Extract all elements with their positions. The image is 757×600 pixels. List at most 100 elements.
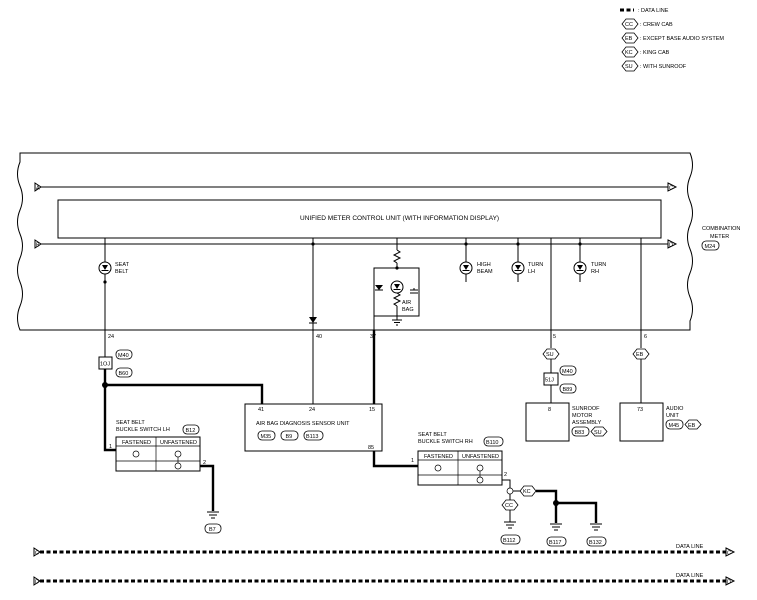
indicator-high-beam: HIGH BEAM <box>459 238 493 282</box>
sunroof-su-tag <box>590 426 608 437</box>
sunroof-connector: B83 <box>575 430 585 436</box>
meter-pin-5: 5 <box>553 334 556 340</box>
airbag-resistor-icon <box>392 249 402 264</box>
legend-code-kc: KC <box>625 50 633 56</box>
buckle-lh-ground-tag <box>204 523 222 534</box>
bus-a-start-label: A <box>36 186 40 192</box>
sunroof-su-label: SU <box>594 430 602 436</box>
data-line-1: C DATA LINE C <box>33 544 736 557</box>
indicator-air-bag: AIR BAG <box>373 238 420 330</box>
legend: : DATA LINE CC : CREW CAB EB : EXCEPT BA… <box>620 8 724 72</box>
audio-eb-label: EB <box>688 423 696 429</box>
wire-junction-to-buckle-lh <box>103 385 116 452</box>
turn-lh-junction <box>516 242 520 246</box>
turn-rh-label-2: RH <box>591 269 599 275</box>
legend-text-cc: : CREW CAB <box>640 22 673 28</box>
buckle-lh-fastened-contact <box>132 450 140 458</box>
buckle-rh-pin2: 2 <box>504 472 507 478</box>
combination-meter-connector-tag <box>701 240 720 251</box>
su-tag <box>542 348 560 360</box>
buckle-lh-ground-label: B7 <box>209 527 216 533</box>
legend-code-su: SU <box>625 64 633 70</box>
legend-text-eb: : EXCEPT BASE AUDIO SYSTEM <box>640 36 724 42</box>
unified-meter-control-unit: UNIFIED METER CONTROL UNIT (WITH INFORMA… <box>57 199 662 239</box>
buckle-rh-col1: FASTENED <box>424 454 453 460</box>
airbag-unit-conn3: B113 <box>306 434 318 440</box>
bus-line-b: B D <box>34 239 678 249</box>
legend-text-kc: : KING CAB <box>640 50 670 56</box>
legend-tag-kc <box>621 46 639 58</box>
bus-b-start-label: B <box>36 243 40 249</box>
airbag-unit-conn2: B9 <box>286 434 293 440</box>
data-line-1-end-marker <box>725 547 736 557</box>
seat-belt-diode-icon <box>102 265 108 270</box>
data-line-2-start-label: D <box>35 580 39 586</box>
buckle-rh-col2: UNFASTENED <box>462 454 499 460</box>
buckle-lh-title-2: BUCKLE SWITCH LH <box>116 427 170 433</box>
legend-code-cc: CC <box>625 22 633 28</box>
legend-text-su: : WITH SUNROOF <box>640 64 687 70</box>
su-tag-label: SU <box>546 352 554 358</box>
airbag-unit-box <box>244 403 383 452</box>
high-beam-junction <box>464 242 468 246</box>
cc-tag-label: CC <box>505 503 513 509</box>
buckle-lh-title-1: SEAT BELT <box>116 420 145 426</box>
buckle-lh-pin2: 2 <box>203 460 206 466</box>
airbag-to-buckle-rh-wire <box>372 451 418 468</box>
high-beam-label-1: HIGH <box>477 262 491 268</box>
seat-belt-label-1: SEAT <box>115 262 130 268</box>
data-line-2: D DATA LINE D <box>33 573 736 586</box>
meter-pin-24: 24 <box>108 334 114 340</box>
audio-eb-tag <box>684 419 702 430</box>
buckle-lh-col1: FASTENED <box>122 440 151 446</box>
meter-pin-6: 6 <box>644 334 647 340</box>
sunroof-conn1: M40 <box>562 369 573 375</box>
seat-belt-circuit: 1OJ M40 B60 <box>98 330 264 452</box>
airbag-unit-conn1: M35 <box>261 434 272 440</box>
joint-conn2-tag <box>115 367 133 378</box>
meter-pin-labels: 24 40 37 5 6 <box>108 334 647 340</box>
legend-text-dataline: : DATA LINE <box>638 8 669 14</box>
combination-meter-label-1: COMBINATION <box>702 226 740 232</box>
audio-circuit: EB 73 AUDIO UNIT M45 EB <box>619 330 702 442</box>
bus-line-a: A C <box>34 182 678 192</box>
legend-code-eb: EB <box>625 36 633 42</box>
buckle-lh-pin1: 1 <box>109 444 112 450</box>
bus-b-start-marker <box>34 239 42 249</box>
ground-b117-tag <box>546 536 567 547</box>
sunroof-conn1-tag <box>559 365 577 376</box>
buckle-lh-ground-wire <box>200 464 215 511</box>
joint-connector-pin: 1OJ <box>100 362 110 368</box>
data-line-1-start-label: C <box>35 551 39 557</box>
indicator-turn-rh: TURN RH <box>573 238 606 282</box>
buckle-lh-connector: B12 <box>186 428 196 434</box>
combination-meter-label-2: METER <box>710 234 729 240</box>
sunroof-title-1: SUNROOF <box>572 406 600 412</box>
sunroof-title-2: MOTOR <box>572 413 592 419</box>
data-line-2-label: DATA LINE <box>676 573 704 579</box>
sunroof-motor-box <box>525 402 570 442</box>
ground-b112-label: B112 <box>503 538 515 544</box>
pin40-junction <box>311 242 315 246</box>
combination-meter-connector: M24 <box>705 244 716 250</box>
cc-tag <box>501 499 519 511</box>
airbag-label-2: BAG <box>402 307 414 313</box>
data-line-1-start-marker <box>33 547 41 557</box>
unified-meter-box <box>57 199 662 239</box>
high-beam-diode-icon <box>463 265 469 270</box>
buckle-switch-lh: SEAT BELT BUCKLE SWITCH LH B12 FASTENED … <box>109 420 222 534</box>
data-line-1-label: DATA LINE <box>676 544 704 550</box>
airbag-unit-pin-85: 85 <box>368 445 374 451</box>
buckle-rh-fastened-contact <box>434 464 442 472</box>
buckle-rh-title-1: SEAT BELT <box>418 432 447 438</box>
airbag-unit-conn2-tag <box>280 430 299 441</box>
bus-b-end-marker <box>667 239 678 249</box>
turn-rh-label-1: TURN <box>591 262 606 268</box>
seat-belt-label-2: BELT <box>115 269 129 275</box>
sunroof-conn2-tag <box>559 383 577 394</box>
sunroof-conn2: B89 <box>563 387 573 393</box>
legend-tag-su <box>621 60 639 72</box>
pin40-diode-icon <box>309 317 317 323</box>
turn-lh-label-1: TURN <box>528 262 543 268</box>
